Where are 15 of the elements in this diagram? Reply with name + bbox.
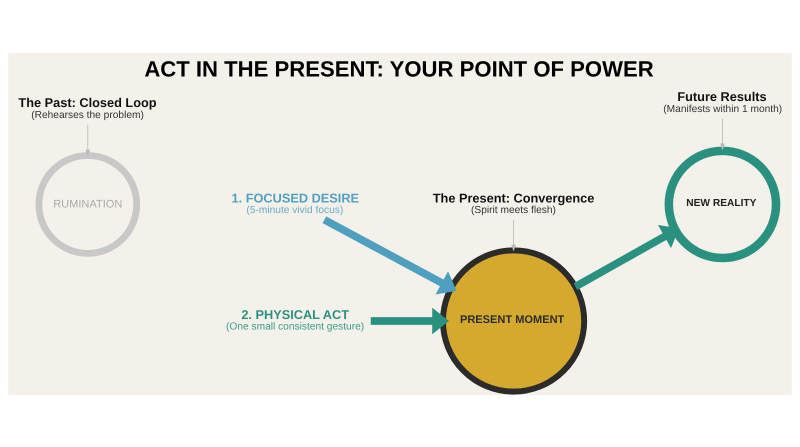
node-text: 2. PHYSICAL ACT (One small consistent gesture) [226, 306, 364, 332]
node-text: The Present: Convergence (Spirit meets flesh) [432, 190, 594, 216]
arrow [322, 216, 457, 294]
arrow [574, 224, 680, 290]
node-circle: RUMINATION [35, 152, 140, 256]
node-text: 1. FOCUSED DESIRE (5-minute vivid focus) [232, 190, 360, 216]
diagram-title: ACT IN THE PRESENT: YOUR POINT OF POWER [144, 56, 654, 82]
arrow [85, 124, 90, 156]
node-text: The Past: Closed Loop (Rehearses the problem) [18, 94, 157, 120]
node-circle: NEW REALITY [664, 146, 780, 262]
node-text: Future Results (Manifests within 1 month) [663, 88, 782, 114]
node-circle: PRESENT MOMENT [440, 246, 588, 394]
arrow [370, 307, 450, 334]
arrow [720, 118, 725, 150]
arrow [511, 218, 516, 251]
